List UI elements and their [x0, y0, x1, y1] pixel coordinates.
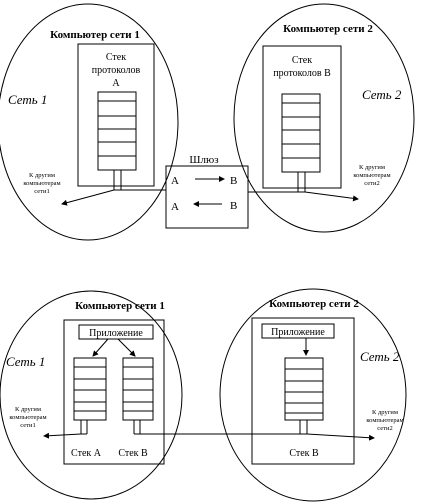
to-other2-line2: компьютерам [353, 172, 390, 179]
network2-links [248, 172, 359, 202]
bottom-diagram: Компьютер сети 1 Компьютер сети 2 Прилож… [0, 288, 407, 502]
protocol-stack-b-bottom [122, 357, 154, 421]
to-other1-bottom-line2: компьютерам [9, 414, 46, 421]
computer2-title-bottom: Компьютер сети 2 [269, 298, 359, 310]
network2-ellipse [233, 3, 415, 233]
protocol-stack-b [281, 93, 321, 173]
computer1-title: Компьютер сети 1 [50, 29, 140, 41]
to-other2-line1: К другим [359, 164, 385, 171]
gateway-title: Шлюз [189, 154, 218, 166]
to-other2-bottom-line3: сети2 [377, 425, 392, 432]
gateway-row2-right: B [230, 200, 237, 212]
app2-label: Приложение [271, 327, 325, 338]
network1-links [61, 170, 166, 206]
protocol-stack-a-bottom [73, 357, 107, 421]
computer2-box [262, 45, 342, 189]
stack-b-label-line1: Стек [292, 55, 312, 66]
computer1-box-bottom [63, 319, 165, 465]
network1-label-bottom: Сеть 1 [6, 354, 45, 369]
to-other2-line3: сети2 [364, 180, 379, 187]
to-other2-bottom-line1: К другим [372, 409, 398, 416]
stack-b-label-bottom: Стек B [118, 448, 148, 459]
app1-arrow-a [92, 338, 109, 357]
network2-ellipse-bottom [219, 288, 407, 502]
gateway-row2-left: A [171, 201, 179, 213]
to-other1-line3: сети1 [34, 188, 49, 195]
network1-label: Сеть 1 [8, 92, 47, 107]
network2-label-bottom: Сеть 2 [360, 349, 400, 364]
top-diagram: Компьютер сети 1 Компьютер сети 2 Стек п… [0, 3, 415, 241]
network2-label: Сеть 2 [362, 87, 402, 102]
to-other1-bottom-line3: сети1 [20, 422, 35, 429]
network1-ellipse-bottom [0, 290, 183, 500]
network1-ellipse [0, 3, 179, 241]
to-other1-line2: компьютерам [23, 180, 60, 187]
computer1-box [77, 43, 155, 187]
to-other2-bottom-line2: компьютерам [366, 417, 403, 424]
to-other1-bottom-line1: К другим [15, 406, 41, 413]
stack-b2-label-bottom: Стек B [289, 448, 319, 459]
stack-a-label-bottom: Стек A [71, 448, 102, 459]
stack-a-label-line2: протоколов [92, 65, 141, 76]
computer1-title-bottom: Компьютер сети 1 [75, 300, 165, 312]
stack-a-label-line1: Стек [106, 52, 126, 63]
app1-arrow-b [117, 338, 136, 357]
computer2-box-bottom [251, 317, 355, 465]
protocol-stack-a [97, 91, 137, 171]
app1-label: Приложение [89, 328, 143, 339]
gateway-row1-right: B [230, 175, 237, 187]
app2-box [261, 323, 335, 339]
app1-box [78, 324, 154, 340]
stack-a-label-line3: A [112, 78, 120, 89]
computer2-title: Компьютер сети 2 [283, 23, 373, 35]
to-other1-line1: К другим [29, 172, 55, 179]
gateway-row1-left: A [171, 175, 179, 187]
stack-b-label-line2: протоколов B [273, 68, 331, 79]
bottom-links [43, 420, 375, 441]
gateway-box [165, 165, 249, 229]
protocol-stack-b2-bottom [284, 357, 324, 421]
